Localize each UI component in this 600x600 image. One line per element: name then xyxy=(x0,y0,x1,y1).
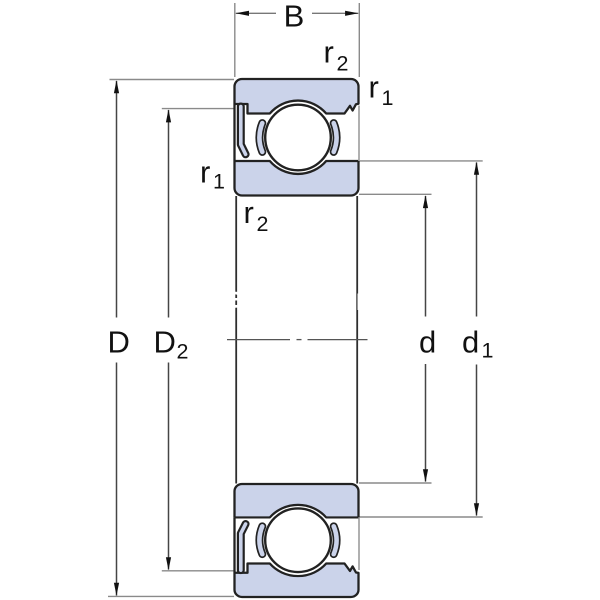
svg-text:1: 1 xyxy=(213,170,225,194)
svg-text:r: r xyxy=(369,70,379,105)
svg-text:D: D xyxy=(154,325,176,360)
svg-text:e: e xyxy=(227,282,244,315)
svg-text:D: D xyxy=(108,325,130,360)
svg-text:2: 2 xyxy=(177,340,189,364)
svg-text:r: r xyxy=(324,35,334,70)
svg-text:d: d xyxy=(419,325,436,360)
svg-text:1: 1 xyxy=(382,86,394,110)
svg-text:B: B xyxy=(284,0,305,34)
svg-text:r: r xyxy=(200,155,210,190)
svg-text:2: 2 xyxy=(337,52,349,76)
svg-text:r: r xyxy=(244,195,254,230)
svg-text:2: 2 xyxy=(257,212,269,236)
svg-text:d: d xyxy=(462,325,479,360)
svg-text:1: 1 xyxy=(482,339,494,363)
